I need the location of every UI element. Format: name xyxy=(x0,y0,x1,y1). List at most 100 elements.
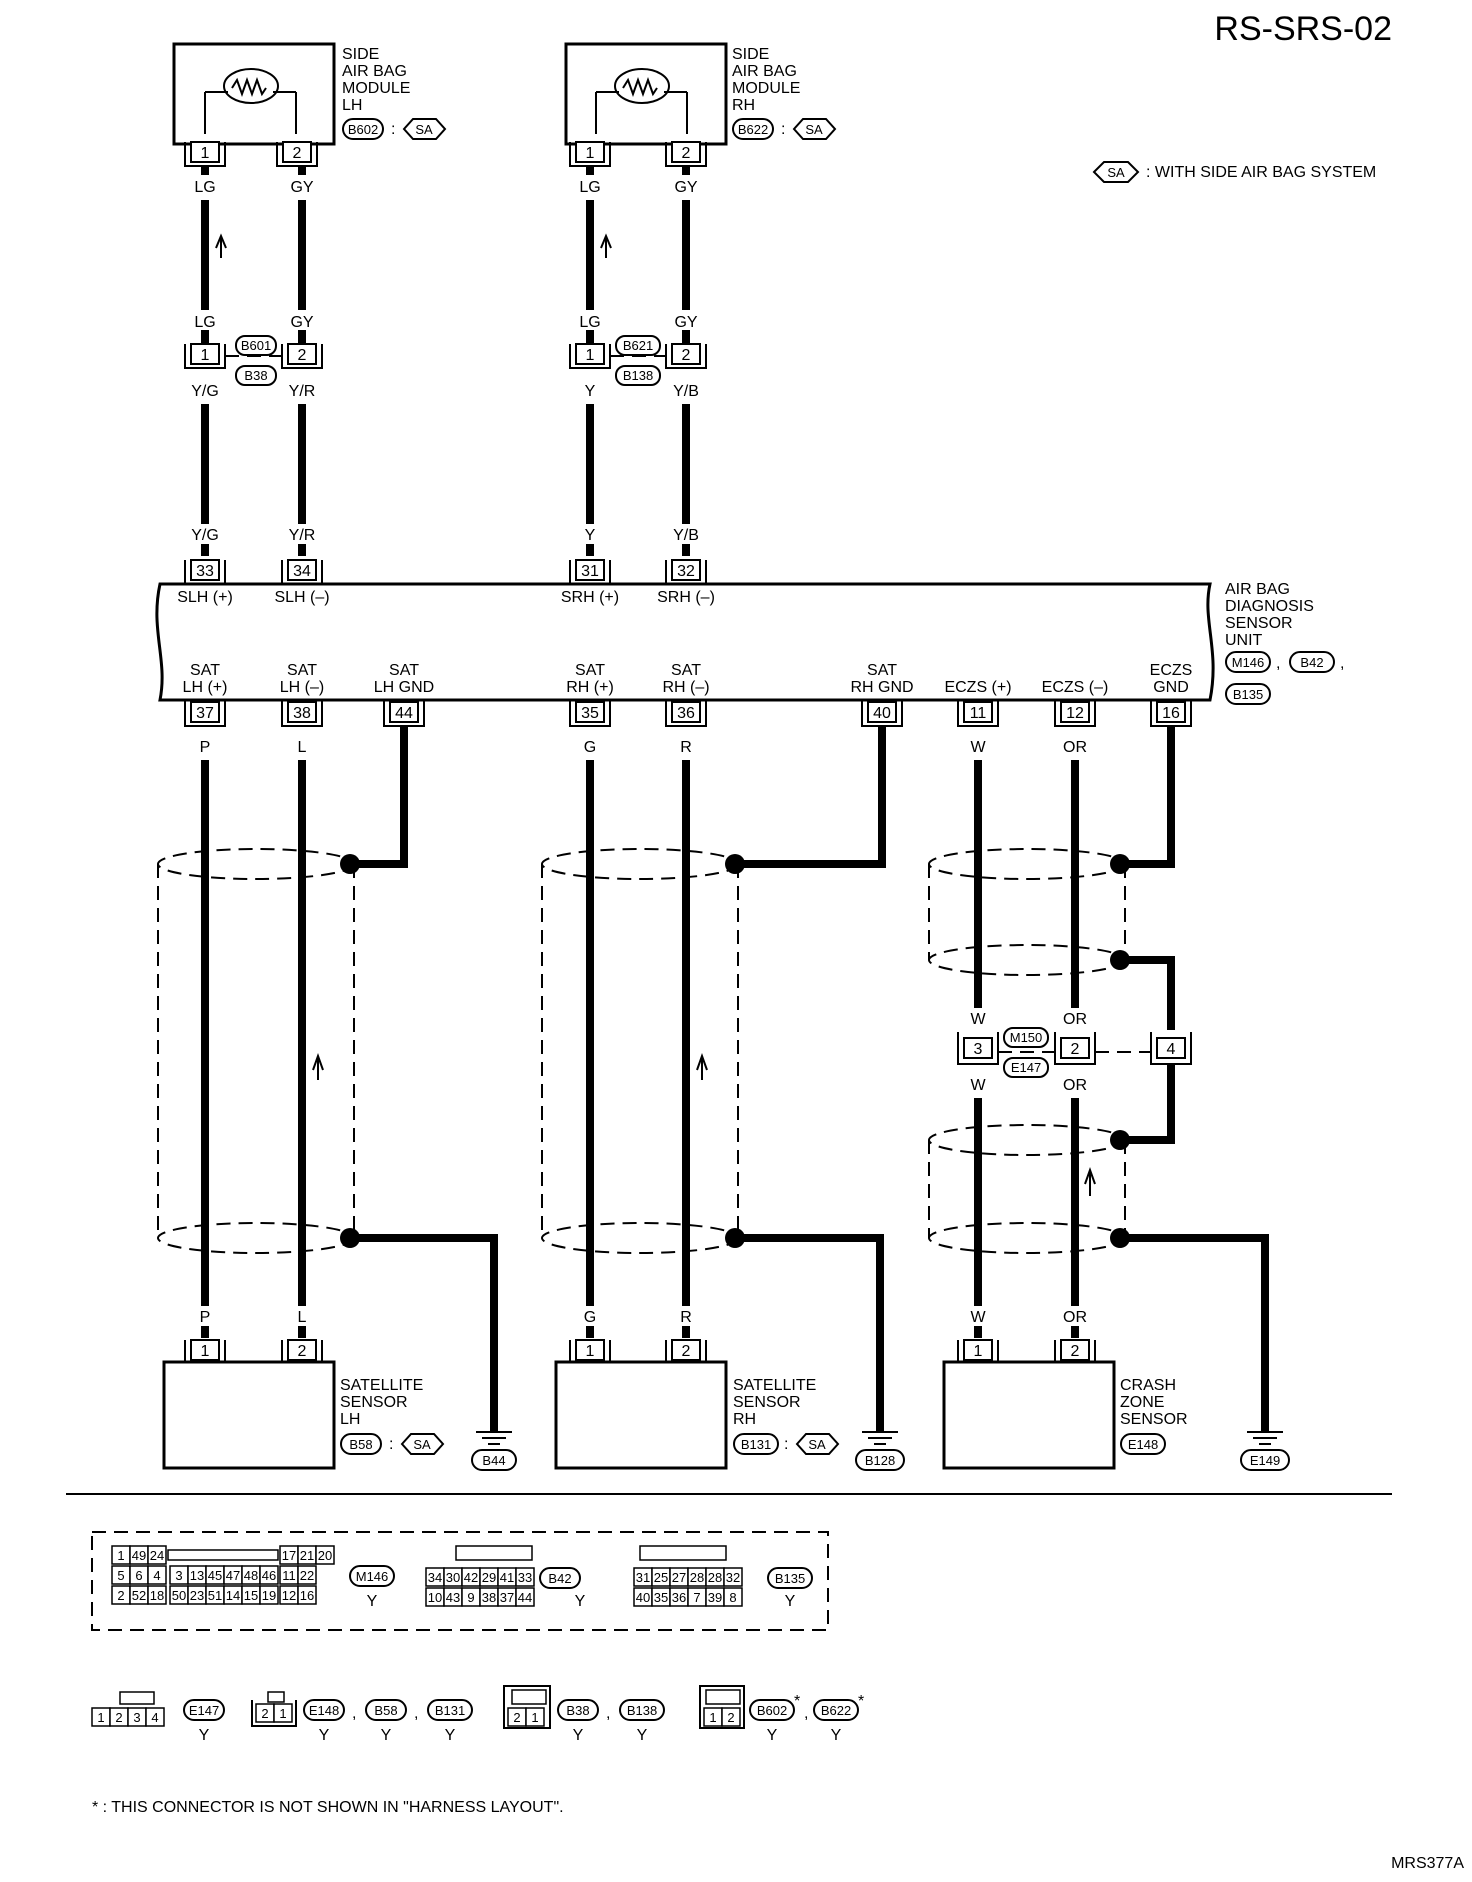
connector-face-e147: 1 2 3 4 E147 Y xyxy=(91,1691,225,1744)
svg-text:SRH (+): SRH (+) xyxy=(561,589,619,606)
air-bag-diagnosis-sensor-unit: Y/G Y/R Y Y/B 33 34 31 32 SLH (+) SLH (–… xyxy=(155,527,1344,756)
svg-text:Y/G: Y/G xyxy=(191,383,219,400)
svg-text:DIAGNOSIS: DIAGNOSIS xyxy=(1225,598,1314,615)
legend: SA : WITH SIDE AIR BAG SYSTEM xyxy=(1092,161,1376,183)
svg-text:LG: LG xyxy=(194,314,215,331)
svg-text:4: 4 xyxy=(1167,1041,1176,1058)
svg-text:SRH (–): SRH (–) xyxy=(657,589,715,606)
svg-text:8: 8 xyxy=(729,1590,736,1605)
crash-zone-circuit: W OR 3 2 4 M150 E147 W OR W OR 1 2 CRASH xyxy=(928,726,1290,1471)
svg-text:4: 4 xyxy=(151,1710,158,1725)
svg-text:Y: Y xyxy=(573,1727,584,1744)
svg-text:GND: GND xyxy=(1153,679,1189,696)
svg-text:16: 16 xyxy=(300,1588,314,1603)
svg-text:37: 37 xyxy=(196,705,214,722)
current-arrow-icon xyxy=(696,1053,708,1080)
svg-text:16: 16 xyxy=(1162,705,1180,722)
svg-text:2: 2 xyxy=(1071,1343,1080,1360)
svg-text:47: 47 xyxy=(226,1568,240,1583)
svg-text:2: 2 xyxy=(117,1588,124,1603)
svg-text:W: W xyxy=(970,1077,986,1094)
svg-text:B602: B602 xyxy=(757,1703,787,1718)
svg-text:CRASH: CRASH xyxy=(1120,1377,1176,1394)
svg-text:40: 40 xyxy=(636,1590,650,1605)
svg-text:32: 32 xyxy=(726,1570,740,1585)
svg-text:B44: B44 xyxy=(482,1453,505,1468)
small-connector-faces: 1 2 3 4 E147 Y 2 1 E148 Y , B58 Y , B131… xyxy=(91,1685,864,1744)
svg-text:B621: B621 xyxy=(623,338,653,353)
svg-text:1: 1 xyxy=(586,347,595,364)
svg-text:SAT: SAT xyxy=(389,662,419,679)
svg-text:SENSOR: SENSOR xyxy=(733,1394,801,1411)
module-label-3: MODULE xyxy=(342,80,410,97)
side-airbag-module-lh: SIDE AIR BAG MODULE LH B602 : SA 1 2 LG … xyxy=(172,42,447,524)
footnote: * : THIS CONNECTOR IS NOT SHOWN IN "HARN… xyxy=(92,1799,564,1816)
svg-text:Y: Y xyxy=(785,1593,796,1610)
svg-text:11: 11 xyxy=(282,1568,296,1583)
svg-text:B58: B58 xyxy=(349,1437,372,1452)
svg-text:B601: B601 xyxy=(241,338,271,353)
svg-text:2: 2 xyxy=(727,1710,734,1725)
svg-text:SAT: SAT xyxy=(190,662,220,679)
legend-symbol: SA xyxy=(1107,165,1125,180)
svg-text:51: 51 xyxy=(208,1588,222,1603)
svg-text:E147: E147 xyxy=(189,1703,219,1718)
svg-text:B38: B38 xyxy=(566,1703,589,1718)
svg-text:Y: Y xyxy=(445,1727,456,1744)
svg-text:2: 2 xyxy=(293,145,302,162)
svg-text:P: P xyxy=(200,739,211,756)
svg-text:RH: RH xyxy=(732,97,755,114)
svg-text:GY: GY xyxy=(290,314,313,331)
svg-text:GY: GY xyxy=(674,314,697,331)
satellite-sensor-rh-box xyxy=(554,1360,728,1470)
figure-code: MRS377A xyxy=(1391,1855,1464,1872)
svg-text:23: 23 xyxy=(190,1588,204,1603)
svg-text:,: , xyxy=(804,1705,808,1722)
svg-text:2: 2 xyxy=(298,1343,307,1360)
satellite-sensor-lh-box xyxy=(162,1360,336,1470)
side-airbag-module-rh: SIDE AIR BAG MODULE RH B622 : SA 1 2 LG … xyxy=(564,42,837,524)
svg-text:B135: B135 xyxy=(775,1571,805,1586)
connector-face-panel: 1 49 24 17 21 20 5 6 4 3 13 45 47 48 46 … xyxy=(91,1531,829,1631)
current-arrow-icon xyxy=(312,1053,324,1080)
svg-text:35: 35 xyxy=(581,705,599,722)
crash-zone-sensor-box xyxy=(942,1360,1116,1470)
svg-text:24: 24 xyxy=(150,1548,164,1563)
svg-text:SA: SA xyxy=(805,122,823,137)
svg-text:1: 1 xyxy=(586,1343,595,1360)
svg-text:29: 29 xyxy=(482,1570,496,1585)
svg-text:43: 43 xyxy=(446,1590,460,1605)
svg-text:SIDE: SIDE xyxy=(732,46,769,63)
connector-face-b38: 2 1 B38 Y , B138 Y xyxy=(503,1685,665,1744)
svg-text:20: 20 xyxy=(318,1548,332,1563)
squib-icon xyxy=(223,68,279,104)
svg-text:SENSOR: SENSOR xyxy=(1225,615,1293,632)
svg-text:SLH (+): SLH (+) xyxy=(177,589,233,606)
svg-text:40: 40 xyxy=(873,705,891,722)
svg-text:SAT: SAT xyxy=(671,662,701,679)
svg-text:SA: SA xyxy=(415,122,433,137)
svg-text:OR: OR xyxy=(1063,1077,1087,1094)
svg-text:OR: OR xyxy=(1063,1309,1087,1326)
svg-text:L: L xyxy=(298,1309,307,1326)
svg-text:,: , xyxy=(1340,655,1344,672)
svg-text:31: 31 xyxy=(581,563,599,580)
svg-text:1: 1 xyxy=(586,145,595,162)
module-label-4: LH xyxy=(342,97,362,114)
svg-text:Y: Y xyxy=(637,1727,648,1744)
svg-text:RH (+): RH (+) xyxy=(566,679,614,696)
svg-text:49: 49 xyxy=(132,1548,146,1563)
svg-text:,: , xyxy=(1276,655,1280,672)
svg-text:MODULE: MODULE xyxy=(732,80,800,97)
svg-text:RH (–): RH (–) xyxy=(662,679,709,696)
ground-icon xyxy=(1247,1431,1283,1445)
svg-text:1: 1 xyxy=(201,347,210,364)
connector-id: B622 xyxy=(738,122,768,137)
ground-icon xyxy=(862,1431,898,1445)
svg-text:2: 2 xyxy=(513,1710,520,1725)
svg-text:ECZS: ECZS xyxy=(1150,662,1193,679)
connector-face-frame xyxy=(91,1531,829,1631)
svg-text:44: 44 xyxy=(518,1590,532,1605)
svg-text:LH GND: LH GND xyxy=(374,679,434,696)
connector-face-e148: 2 1 E148 Y , B58 Y , B131 Y xyxy=(251,1691,473,1744)
